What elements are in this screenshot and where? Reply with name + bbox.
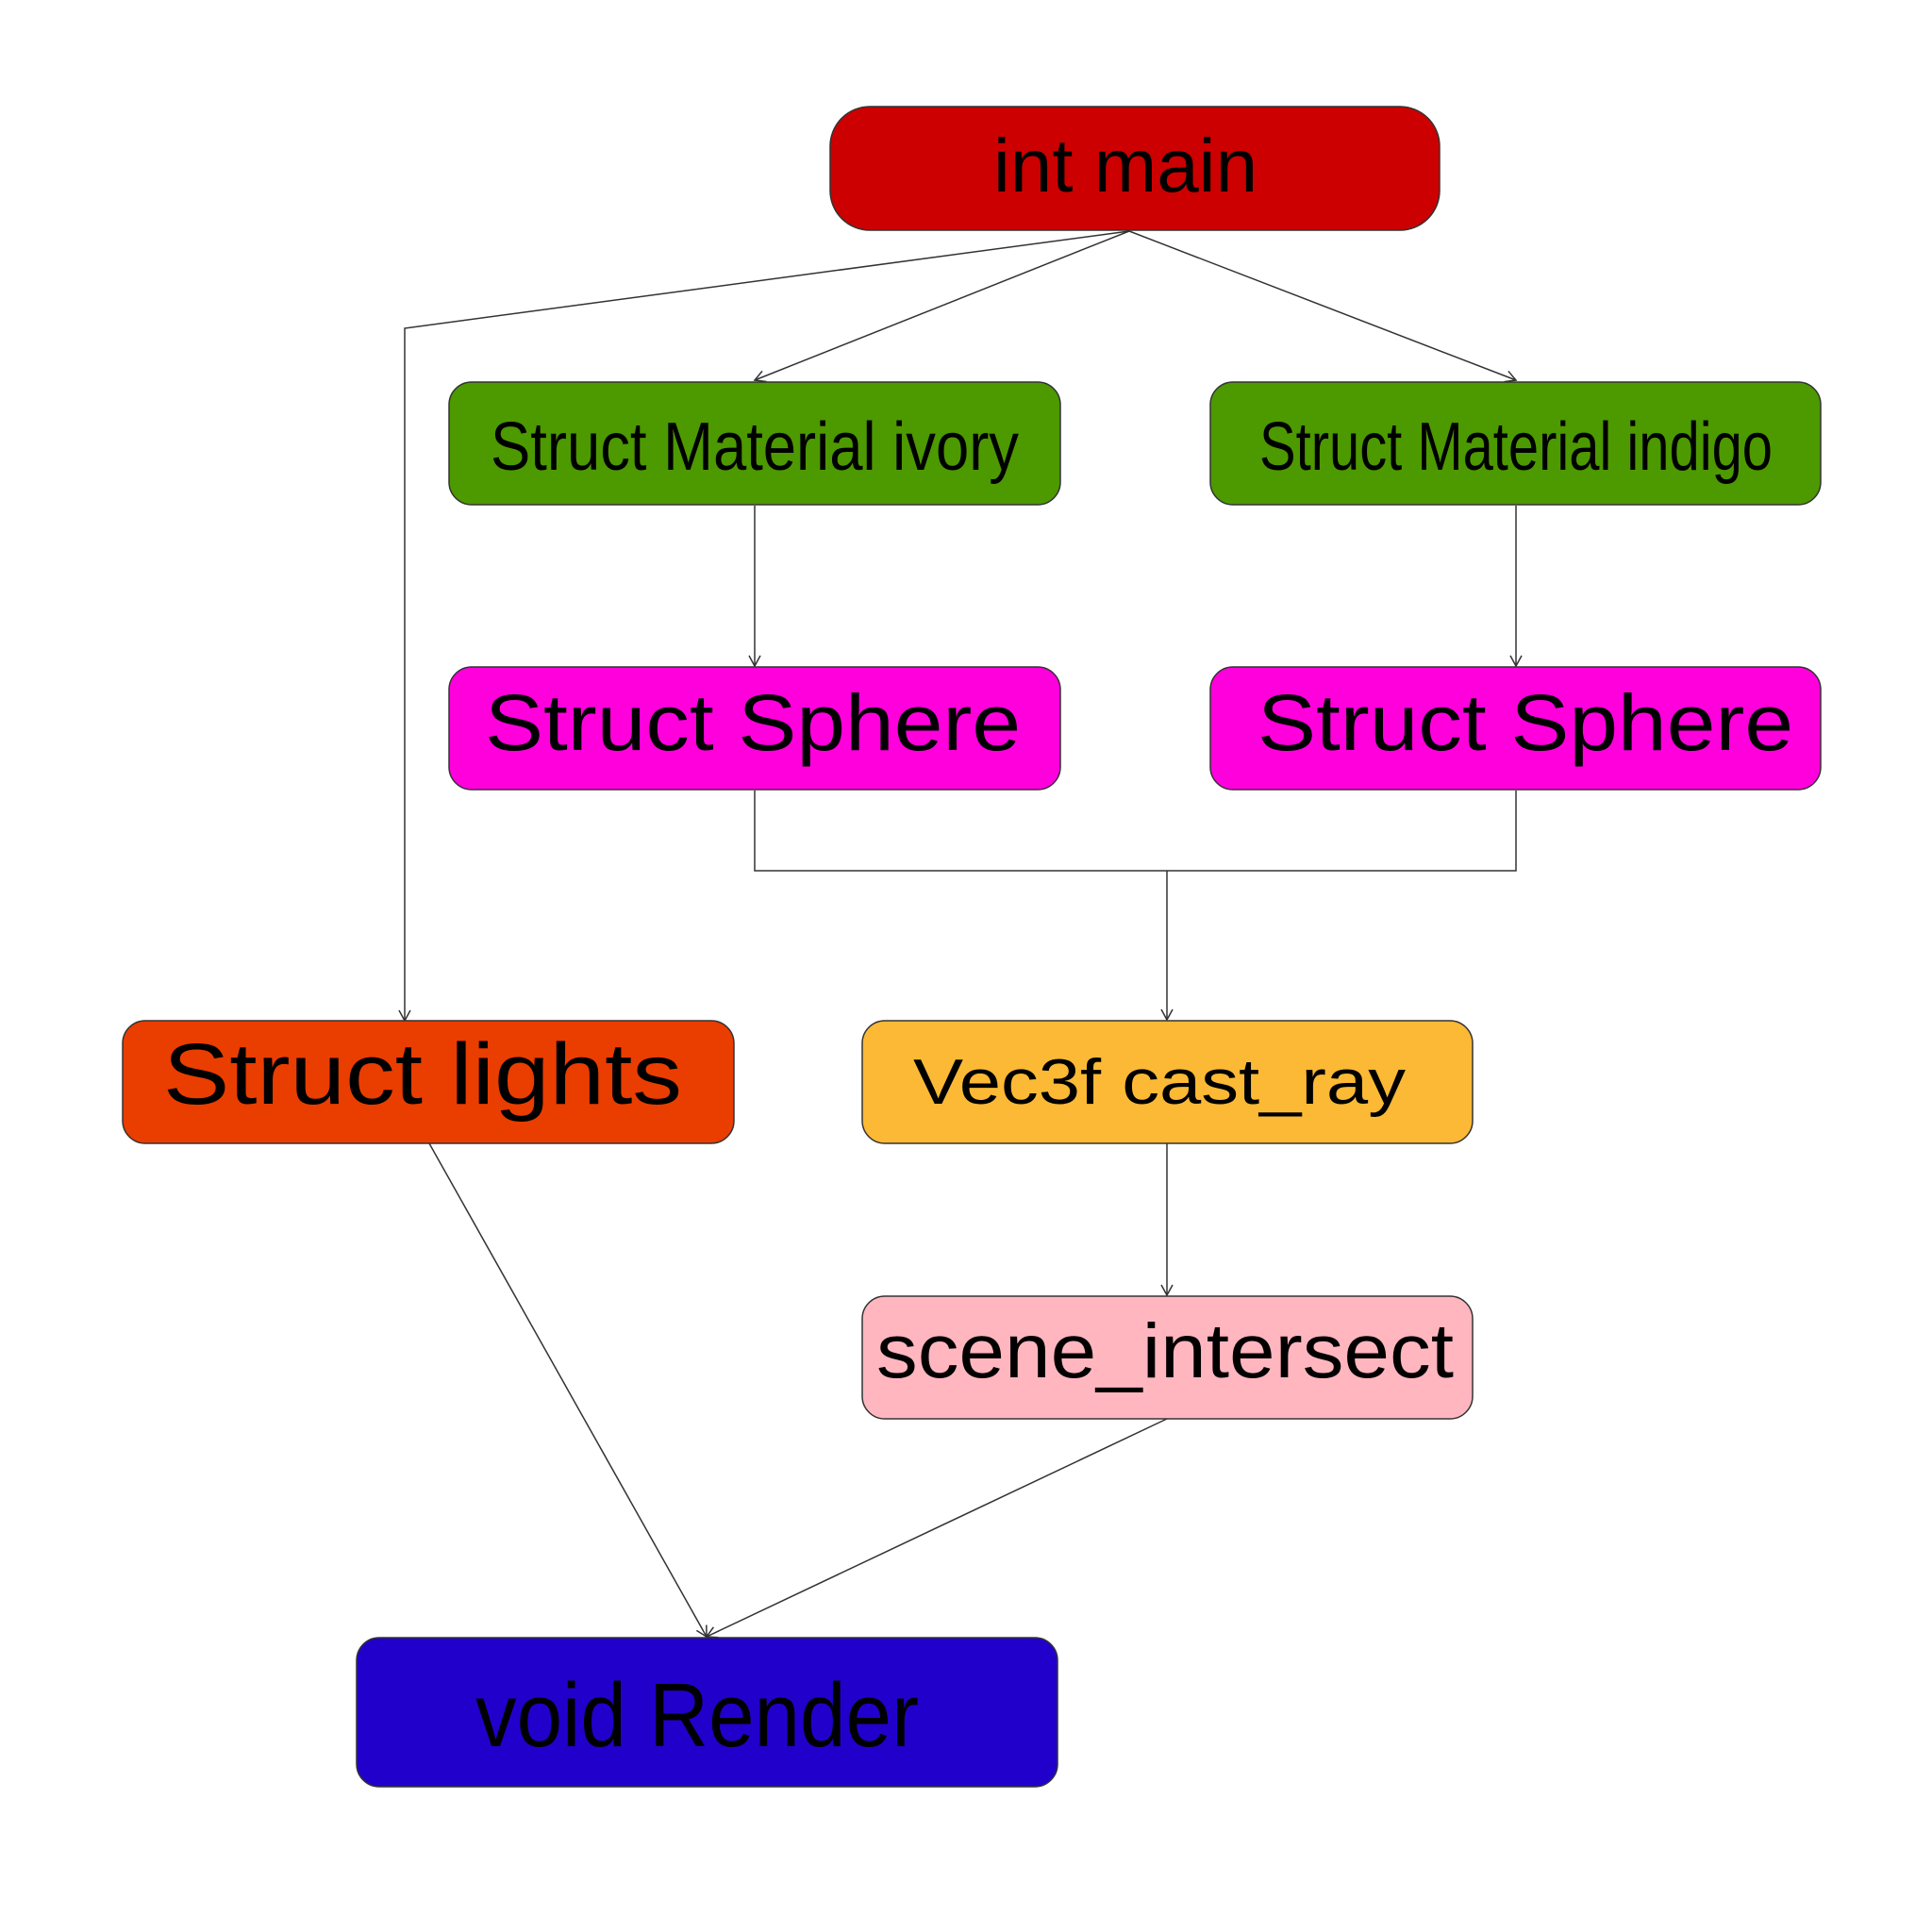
node-int-main: int main (829, 106, 1441, 231)
edge-main-to-indigo (1128, 230, 1518, 383)
node-label: Struct lights (163, 1026, 682, 1123)
node-label: Struct Sphere (485, 678, 1021, 767)
node-box (122, 1020, 735, 1144)
node-scene-intersect: scene_intersect (861, 1295, 1474, 1420)
node-material-ivory: Struct Material ivory (448, 381, 1061, 506)
node-label: Struct Material indigo (1259, 409, 1773, 485)
edge-spheres-join (754, 791, 1517, 872)
node-label: Struct Material ivory (491, 409, 1019, 485)
edge-main-to-lights (398, 230, 1130, 1023)
node-box (448, 666, 1061, 791)
node-sphere-ivory: Struct Sphere (448, 666, 1061, 791)
node-box (861, 1295, 1474, 1420)
node-box (448, 381, 1061, 506)
node-box (1209, 381, 1822, 506)
edges (398, 230, 1523, 1639)
node-sphere-indigo: Struct Sphere (1209, 666, 1822, 791)
edge-main-to-ivory (753, 230, 1130, 383)
node-box (1209, 666, 1822, 791)
node-cast-ray: Vec3f cast_ray (861, 1020, 1474, 1144)
edge-lights-to-render (428, 1142, 708, 1639)
node-label: scene_intersect (876, 1308, 1454, 1394)
node-box (356, 1637, 1058, 1788)
edge-intersect-to-render (705, 1418, 1168, 1639)
node-label: Struct Sphere (1257, 678, 1793, 767)
node-box (861, 1020, 1474, 1144)
node-box (829, 106, 1441, 231)
node-label: int main (993, 124, 1257, 208)
node-label: Vec3f cast_ray (913, 1046, 1406, 1118)
node-material-indigo: Struct Material indigo (1209, 381, 1822, 506)
node-void-render: void Render (356, 1637, 1058, 1788)
node-label: void Render (475, 1665, 919, 1766)
node-struct-lights: Struct lights (122, 1020, 735, 1144)
